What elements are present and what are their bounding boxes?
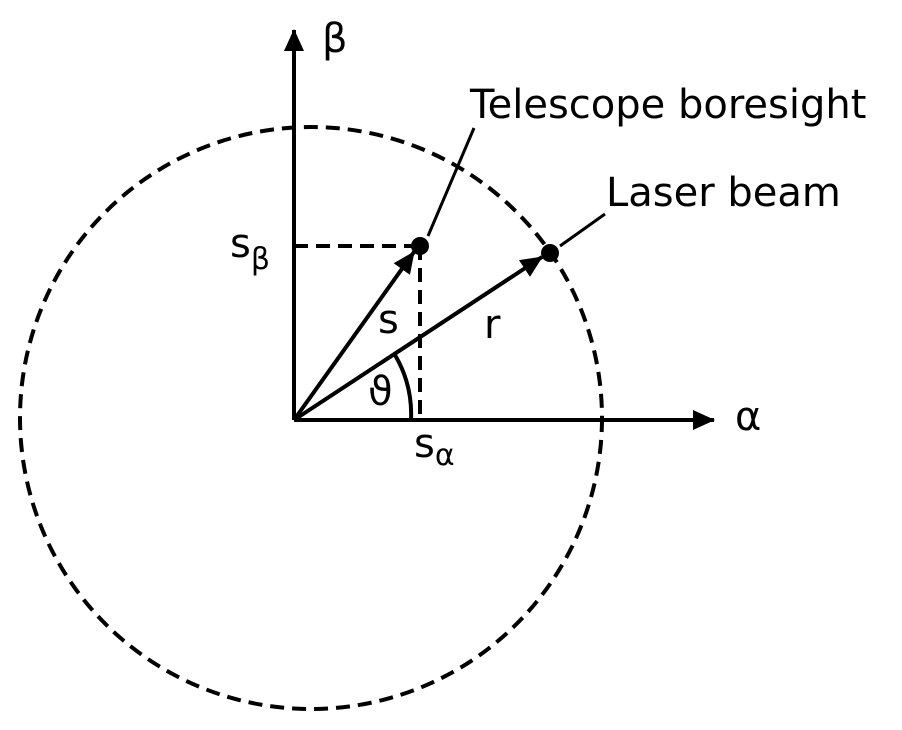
alpha-axis-label: α — [735, 394, 761, 440]
s-beta-label: sβ — [230, 221, 270, 277]
s-vector — [292, 250, 416, 422]
r-vector-label: r — [484, 302, 501, 348]
s-vector-label: s — [378, 297, 399, 343]
telescope-label: Telescope boresight — [469, 82, 866, 128]
telescope-point — [411, 237, 429, 255]
laser-point — [541, 244, 559, 262]
theta-arc — [393, 353, 414, 421]
laser-leader — [559, 212, 606, 248]
theta-label: ϑ — [368, 369, 393, 415]
s-alpha-label: sα — [414, 421, 455, 473]
laser-label: Laser beam — [606, 170, 841, 216]
beta-axis-label: β — [322, 16, 348, 62]
telescope-leader — [426, 127, 476, 237]
r-vector — [292, 255, 544, 422]
